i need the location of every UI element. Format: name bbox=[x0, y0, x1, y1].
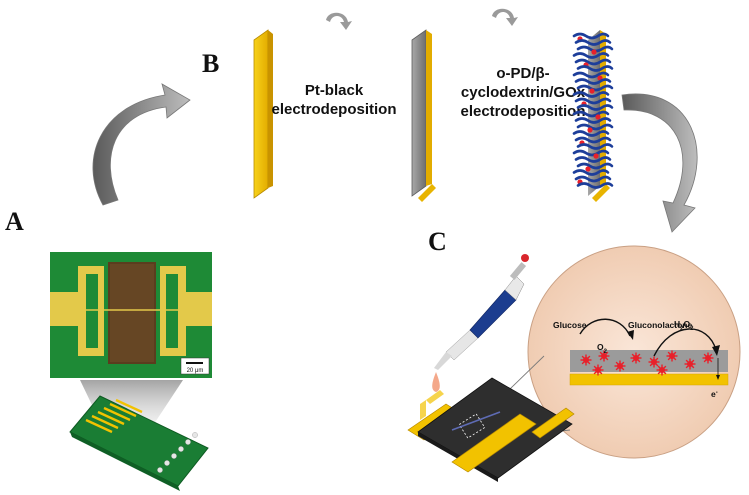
microscope-image: 20 μm bbox=[50, 252, 212, 378]
glucose-label: Glucose bbox=[553, 320, 587, 330]
polymer-enzyme-layer bbox=[572, 32, 614, 189]
flow-arrow-b-to-c bbox=[621, 93, 698, 233]
flow-arrow-a-to-b bbox=[92, 83, 191, 206]
gluconolactone-label: Gluconolactone bbox=[628, 320, 693, 330]
panel-label-b: B bbox=[202, 49, 219, 78]
electron-label: e- bbox=[711, 389, 718, 399]
sample-droplet bbox=[432, 372, 440, 392]
step1-line2: electrodeposition bbox=[271, 101, 396, 118]
sensor-device bbox=[407, 377, 575, 482]
o2-label: O2 bbox=[597, 342, 608, 355]
chip-traces bbox=[85, 398, 198, 473]
step2-line2: cyclodextrin/GOx bbox=[461, 84, 586, 101]
step1-line1: Pt-black bbox=[305, 82, 364, 99]
reaction-inset: Glucose Gluconolactone O2 H2O2 e- bbox=[527, 245, 741, 459]
pt-black-coated-electrode bbox=[411, 29, 436, 202]
pipette-icon bbox=[434, 254, 529, 370]
bare-gold-electrode bbox=[253, 29, 273, 199]
functionalized-electrode bbox=[572, 30, 614, 202]
panel-label-a: A bbox=[5, 207, 24, 236]
rotate-arrow-icon bbox=[326, 12, 352, 30]
step2-line3: electrodeposition bbox=[460, 103, 585, 120]
enzyme-particles bbox=[580, 350, 714, 376]
panel-label-c: C bbox=[428, 227, 447, 256]
rotate-arrow-icon bbox=[492, 8, 518, 26]
peroxide-arrow bbox=[653, 328, 717, 357]
sensor-chip bbox=[69, 395, 209, 491]
scale-bar-label: 20 μm bbox=[187, 368, 204, 374]
step2-line1: o-PD/β- bbox=[496, 65, 549, 82]
oxidation-arrow bbox=[579, 318, 631, 337]
